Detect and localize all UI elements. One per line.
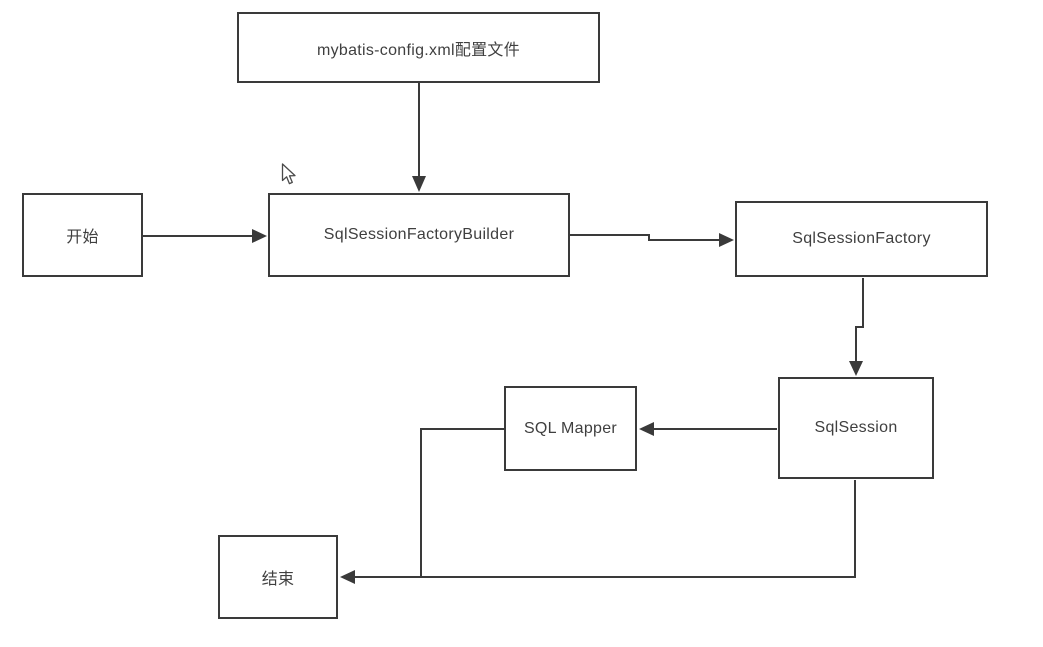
node-sql-mapper: SQL Mapper xyxy=(504,386,637,471)
connector-mapper-to-rail xyxy=(420,428,504,578)
node-config-file: mybatis-config.xml配置文件 xyxy=(237,12,600,83)
node-end-label: 结束 xyxy=(261,571,295,588)
node-end: 结束 xyxy=(218,535,338,619)
node-sqlsessionfactory: SqlSessionFactory xyxy=(735,201,988,277)
node-sqlsessionfactory-label: SqlSessionFactory xyxy=(792,230,931,247)
node-start-label: 开始 xyxy=(66,229,99,246)
node-sqlsessionfactorybuilder: SqlSessionFactoryBuilder xyxy=(268,193,570,277)
connector-session-to-end xyxy=(340,480,856,584)
node-sqlsession: SqlSession xyxy=(778,377,934,479)
node-sqlsessionfactorybuilder-label: SqlSessionFactoryBuilder xyxy=(323,226,515,243)
node-sql-mapper-label: SQL Mapper xyxy=(523,419,618,437)
node-sqlsession-label: SqlSession xyxy=(814,419,898,436)
node-config-file-label: mybatis-config.xml配置文件 xyxy=(316,41,521,59)
connector-builder-to-factory xyxy=(570,233,734,247)
connector-start-to-builder xyxy=(143,229,267,243)
connector-session-to-mapper xyxy=(639,422,777,436)
connector-config-to-builder xyxy=(412,83,426,192)
connector-factory-to-session xyxy=(849,278,864,376)
node-start: 开始 xyxy=(22,193,143,277)
